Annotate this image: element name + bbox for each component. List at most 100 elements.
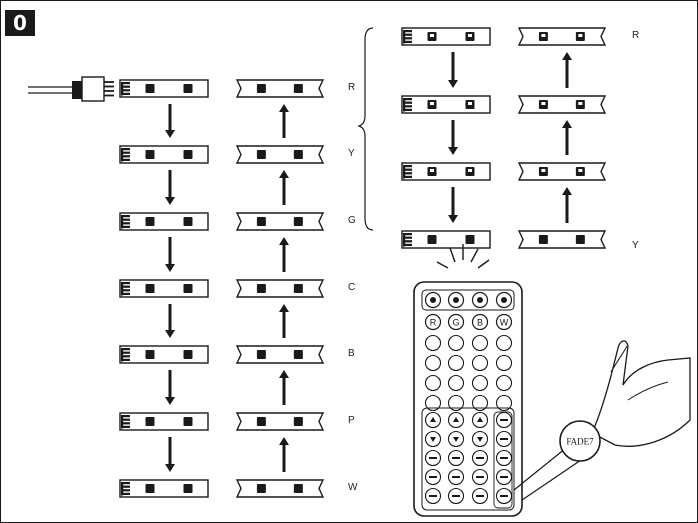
strip-contact-pin xyxy=(121,355,130,358)
left-chain-label: P xyxy=(348,415,355,426)
left-up-arrow xyxy=(279,370,289,405)
strip-contact-pin xyxy=(121,482,130,485)
left-up-arrow xyxy=(279,437,289,472)
arrow-head xyxy=(279,104,289,112)
remote-color-key xyxy=(424,313,442,331)
led-chip xyxy=(538,235,548,244)
remote-color-key xyxy=(471,313,489,331)
arrow-head xyxy=(562,120,572,128)
led-strip-start xyxy=(401,95,491,114)
remote-function-key xyxy=(424,487,442,505)
strip-contact-pin xyxy=(403,101,412,104)
strip-contact-pin xyxy=(121,492,130,495)
signal-rays-icon xyxy=(436,244,490,269)
remote-blank-key xyxy=(424,374,442,392)
led-chip xyxy=(256,217,266,226)
led-strip-start xyxy=(119,279,209,298)
power-icon xyxy=(495,291,513,309)
key-text-mark xyxy=(429,495,437,497)
led-chip xyxy=(145,84,155,93)
led-chip xyxy=(256,284,266,293)
left-chain-label: C xyxy=(348,282,356,293)
strip-body xyxy=(119,145,209,164)
key-text-mark xyxy=(476,495,484,497)
arrow-head xyxy=(165,130,175,138)
led-strip-segment xyxy=(235,212,325,231)
led-strip-start xyxy=(119,145,209,164)
led-chip xyxy=(183,484,193,493)
strip-contact-pin xyxy=(121,92,130,95)
strip-contact-pin xyxy=(121,215,130,218)
strip-body xyxy=(235,79,325,98)
plug-collar xyxy=(72,81,82,99)
up-triangle-icon xyxy=(430,417,436,422)
remote-function-key xyxy=(424,449,442,467)
led-chip-window xyxy=(541,169,546,172)
key-text-mark xyxy=(500,438,508,440)
led-chip xyxy=(183,150,193,159)
strip-contact-pin xyxy=(121,222,130,225)
right-down-arrow xyxy=(448,187,458,223)
remote-function-key xyxy=(424,430,442,448)
strip-contact-pin xyxy=(403,30,412,33)
led-chip-window xyxy=(468,102,472,105)
strip-body xyxy=(119,279,209,298)
led-chip xyxy=(145,484,155,493)
led-chip xyxy=(293,284,303,293)
key-text-mark xyxy=(452,476,460,478)
led-strip-start xyxy=(119,212,209,231)
key-text-mark xyxy=(476,476,484,478)
led-chip xyxy=(465,235,475,244)
arrow-head xyxy=(165,197,175,205)
strip-contact-pin xyxy=(121,489,130,492)
strip-contact-pin xyxy=(403,165,412,168)
arrow-head xyxy=(165,397,175,405)
strip-contact-bar xyxy=(121,282,124,296)
led-chip xyxy=(293,417,303,426)
strip-contact-pin xyxy=(403,243,412,246)
led-chip-window xyxy=(578,169,583,172)
right-up-arrow xyxy=(562,187,572,223)
strip-contact-bar xyxy=(403,233,406,247)
remote-key-glyph xyxy=(477,297,483,303)
remote-color-key-letter: G xyxy=(452,318,459,328)
strip-contact-pin xyxy=(121,155,130,158)
strip-body xyxy=(119,345,209,364)
left-up-arrow xyxy=(279,170,289,205)
left-chain-label: B xyxy=(348,348,355,359)
led-strip-start xyxy=(119,345,209,364)
led-chip xyxy=(293,484,303,493)
remote-function-key xyxy=(471,411,489,429)
led-strip-segment xyxy=(517,27,607,46)
strip-body xyxy=(119,479,209,498)
led-chip xyxy=(183,84,193,93)
key-text-mark xyxy=(500,476,508,478)
strip-body xyxy=(401,162,491,181)
strip-contact-pin xyxy=(121,85,130,88)
remote-function-key xyxy=(447,430,465,448)
remote-function-key xyxy=(495,487,513,505)
led-chip xyxy=(256,417,266,426)
brightness-down-icon xyxy=(447,291,465,309)
remote-function-key xyxy=(471,430,489,448)
strip-body xyxy=(119,79,209,98)
remote-blank-key xyxy=(447,354,465,372)
remote-function-key xyxy=(495,449,513,467)
strip-body xyxy=(401,27,491,46)
up-triangle-icon xyxy=(453,417,459,422)
remote-color-key xyxy=(495,313,513,331)
strip-contact-bar xyxy=(121,148,124,162)
remote-blank-key xyxy=(424,334,442,352)
fade-button-magnified xyxy=(559,420,601,462)
right-chain-label: Y xyxy=(632,240,639,251)
led-strip-start xyxy=(119,479,209,498)
strip-contact-bar xyxy=(121,415,124,429)
signal-ray xyxy=(449,247,456,263)
remote-key-glyph xyxy=(430,297,436,303)
strip-contact-pin xyxy=(121,351,130,354)
arrow-head xyxy=(279,237,289,245)
left-down-arrow xyxy=(165,104,175,138)
strip-contact-pin xyxy=(403,98,412,101)
